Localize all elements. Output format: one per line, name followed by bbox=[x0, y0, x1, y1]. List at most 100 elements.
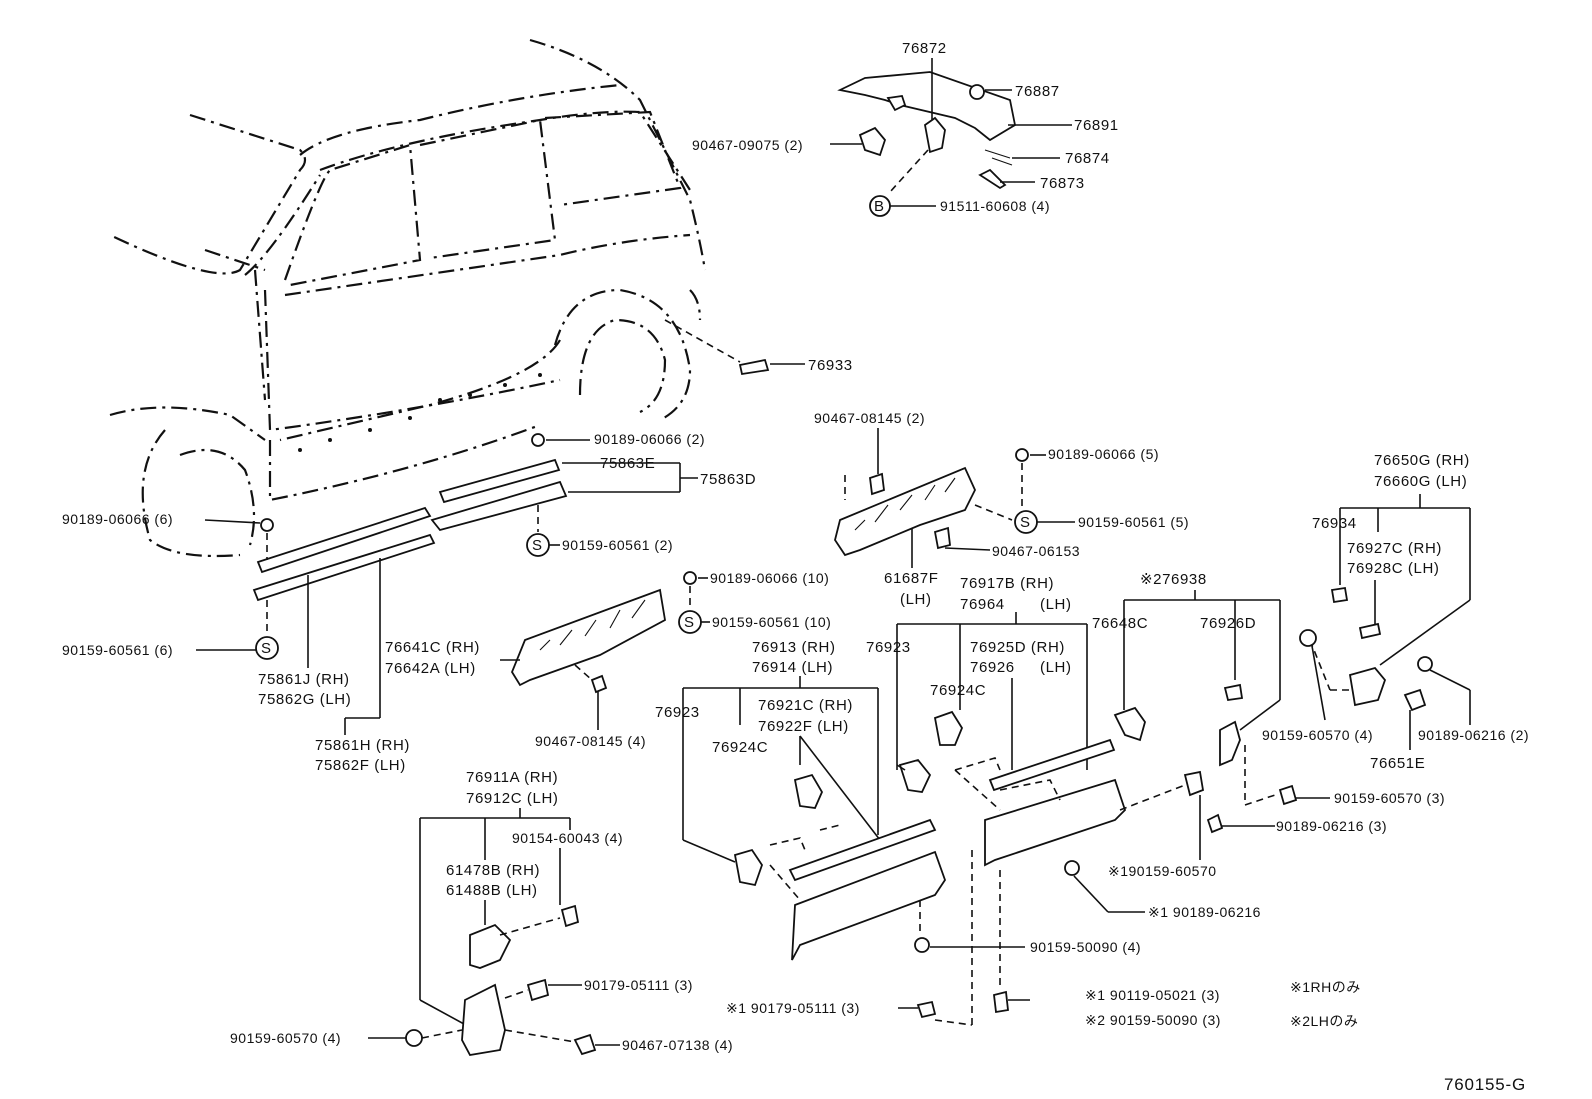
label-75863e: 75863E bbox=[600, 455, 655, 472]
label-76648c: 76648C bbox=[1092, 615, 1148, 632]
front-lower-group: 76911A (RH) 76912C (LH) 90154-60043 (4) … bbox=[230, 769, 973, 1056]
label-76926-lh: (LH) bbox=[1040, 659, 1072, 676]
label-76874: 76874 bbox=[1065, 150, 1110, 167]
mudguard-76913 bbox=[791, 850, 946, 961]
retainer-61687f bbox=[834, 466, 976, 557]
label-76928c: 76928C (LH) bbox=[1347, 560, 1439, 577]
fastener-s-letter: S bbox=[1020, 514, 1031, 531]
moulding-76925d bbox=[988, 738, 1116, 792]
label-90467-07138: 90467-07138 (4) bbox=[622, 1037, 733, 1053]
label-76650g: 76650G (RH) bbox=[1374, 452, 1470, 469]
fastener-s-letter: S bbox=[684, 614, 695, 631]
label-90159-60570-3: 90159-60570 (3) bbox=[1334, 790, 1445, 806]
label-90467-08145-2: 90467-08145 (2) bbox=[814, 410, 925, 426]
label-76938: ※276938 bbox=[1140, 571, 1207, 588]
label-90159-60570-4l: 90159-60570 (4) bbox=[230, 1030, 341, 1046]
rear-mudguard-group: 76917B (RH) 76964 (LH) 76923 76925D (RH)… bbox=[866, 575, 1127, 867]
retainer-76641c-group: 90189-06066 (10) S 90159-60561 (10) 7664… bbox=[385, 570, 831, 749]
group-76933: 76933 bbox=[664, 319, 853, 376]
label-75862g: 75862G (LH) bbox=[258, 691, 351, 708]
label-76872: 76872 bbox=[902, 40, 947, 57]
label-76887: 76887 bbox=[1015, 83, 1060, 100]
label-90467-06153: 90467-06153 bbox=[992, 543, 1080, 559]
label-90159-60561-5: 90159-60561 (5) bbox=[1078, 514, 1189, 530]
label-76917b: 76917B (RH) bbox=[960, 575, 1054, 592]
label-76927c: 76927C (RH) bbox=[1347, 540, 1442, 557]
label-76660g: 76660G (LH) bbox=[1374, 473, 1467, 490]
label-76642a: 76642A (LH) bbox=[385, 660, 476, 677]
label-61687f: 61687F bbox=[884, 570, 938, 587]
label-2-90159-50090: ※2 90159-50090 (3) bbox=[1085, 1012, 1221, 1028]
rear-flap-group: ※276938 76648C 76926D ※190159-60570 9018… bbox=[993, 571, 1445, 1029]
label-61687f-lh: (LH) bbox=[900, 591, 932, 608]
label-90159-60561-6: 90159-60561 (6) bbox=[62, 642, 173, 658]
label-90189-06066-5: 90189-06066 (5) bbox=[1048, 446, 1159, 462]
molding-75861j bbox=[256, 506, 432, 574]
label-91511-60608: 91511-60608 (4) bbox=[940, 198, 1050, 214]
label-76923-b: 76923 bbox=[655, 704, 700, 721]
label-90159-60561-2: 90159-60561 (2) bbox=[562, 537, 673, 553]
label-76964: 76964 bbox=[960, 596, 1005, 613]
label-90189-06216-3: 90189-06216 (3) bbox=[1276, 818, 1387, 834]
label-76914: 76914 (LH) bbox=[752, 659, 833, 676]
clip-76887 bbox=[969, 84, 985, 100]
front-mudguard-group: 76913 (RH) 76914 (LH) 76923 76921C (RH) … bbox=[655, 639, 1141, 961]
fastener-s-letter: S bbox=[261, 640, 272, 657]
label-76873: 76873 bbox=[1040, 175, 1085, 192]
label-75861j: 75861J (RH) bbox=[258, 671, 350, 688]
label-76922f: 76922F (LH) bbox=[758, 718, 849, 735]
label-61478b: 61478B (RH) bbox=[446, 862, 540, 879]
bracket-61478b bbox=[469, 923, 512, 969]
molding-75863e bbox=[438, 458, 561, 504]
label-76641c: 76641C (RH) bbox=[385, 639, 480, 656]
diagram-id: 760155-G bbox=[1444, 1075, 1526, 1094]
label-1-90159-60570: ※190159-60570 bbox=[1108, 863, 1217, 879]
label-76923-a: 76923 bbox=[866, 639, 911, 656]
retainer-76641c bbox=[510, 588, 666, 687]
label-1-90179-05111: ※1 90179-05111 (3) bbox=[726, 1000, 860, 1016]
vehicle-outline bbox=[109, 38, 707, 558]
label-76925d: 76925D (RH) bbox=[970, 639, 1065, 656]
retainer-61687f-group: 90467-08145 (2) 90189-06066 (5) S 90159-… bbox=[814, 410, 1189, 608]
label-76924c-b: 76924C bbox=[712, 739, 768, 756]
label-76911a: 76911A (RH) bbox=[466, 769, 558, 786]
label-76913: 76913 (RH) bbox=[752, 639, 836, 656]
label-76891: 76891 bbox=[1074, 117, 1119, 134]
bracket-76650g bbox=[1348, 666, 1387, 707]
plate-76911a bbox=[461, 983, 506, 1056]
label-90189-06216-2: 90189-06216 (2) bbox=[1418, 727, 1529, 743]
label-76921c: 76921C (RH) bbox=[758, 697, 853, 714]
label-75861h: 75861H (RH) bbox=[315, 737, 410, 754]
roof-rack-group: B 76872 76887 76891 76874 76873 90467-09… bbox=[692, 40, 1119, 217]
side-molding-group: 90189-06066 (6) S 90159-60561 (6) 75861J… bbox=[62, 431, 756, 774]
label-90189-06066-2: 90189-06066 (2) bbox=[594, 431, 705, 447]
label-90159-60570-4r: 90159-60570 (4) bbox=[1262, 727, 1373, 743]
note-lh-only: ※2LHのみ bbox=[1290, 1013, 1358, 1029]
label-90154-60043: 90154-60043 (4) bbox=[512, 830, 623, 846]
label-76651e: 76651E bbox=[1370, 755, 1425, 772]
label-76926d: 76926D bbox=[1200, 615, 1256, 632]
label-76934: 76934 bbox=[1312, 515, 1357, 532]
label-1-90119-05021: ※1 90119-05021 (3) bbox=[1085, 987, 1220, 1003]
label-1-90189-06216: ※1 90189-06216 bbox=[1148, 904, 1261, 920]
molding-75863d bbox=[430, 480, 568, 532]
mudguard-76917b bbox=[984, 778, 1127, 867]
label-75862f: 75862F (LH) bbox=[315, 757, 406, 774]
label-90189-06066-10: 90189-06066 (10) bbox=[710, 570, 829, 586]
label-90159-50090-4: 90159-50090 (4) bbox=[1030, 939, 1141, 955]
fastener-s-letter: S bbox=[532, 537, 543, 554]
clip-90467-09075 bbox=[858, 126, 887, 157]
molding-75861h bbox=[252, 533, 436, 602]
quarter-group: 76650G (RH) 76660G (LH) 76934 76927C (RH… bbox=[1262, 452, 1529, 772]
label-75863d: 75863D bbox=[700, 471, 756, 488]
moulding-76921c bbox=[788, 818, 937, 882]
label-90467-08145-4: 90467-08145 (4) bbox=[535, 733, 646, 749]
label-76933: 76933 bbox=[808, 357, 853, 374]
label-76926: 76926 bbox=[970, 659, 1015, 676]
note-rh-only: ※1RHのみ bbox=[1290, 979, 1361, 995]
label-90179-05111-3a: 90179-05111 (3) bbox=[584, 977, 693, 993]
label-90467-09075: 90467-09075 (2) bbox=[692, 137, 803, 153]
label-76924c-a: 76924C bbox=[930, 682, 986, 699]
fastener-b-letter: B bbox=[874, 198, 885, 215]
